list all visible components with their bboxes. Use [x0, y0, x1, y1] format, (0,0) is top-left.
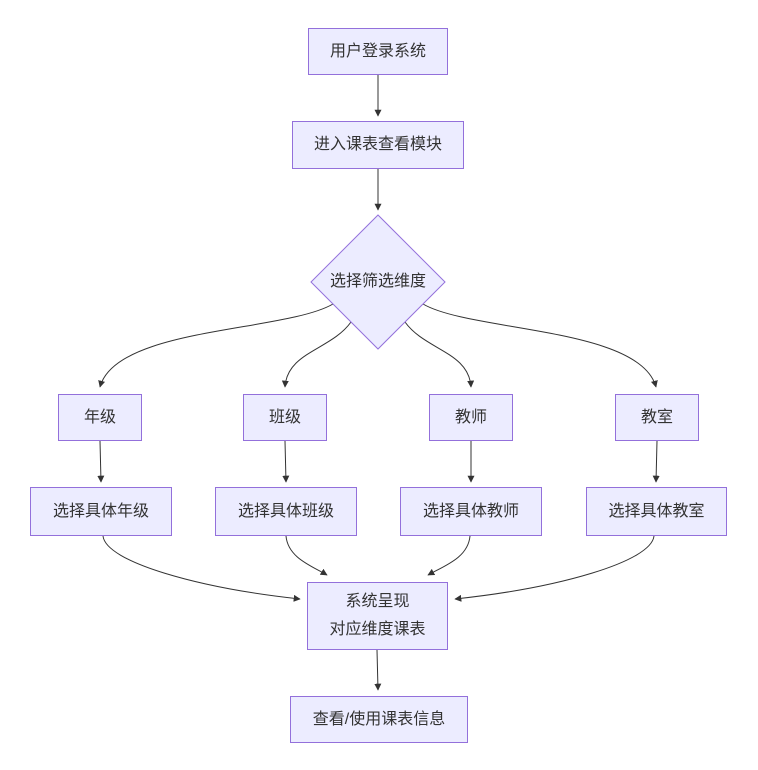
node-room: 教室 — [615, 394, 699, 441]
edge-diamond-to-class — [281, 321, 352, 388]
edge-class-to-select-class — [282, 440, 290, 483]
node-select-class-label: 选择具体班级 — [237, 502, 334, 520]
node-present-timetable-line1: 系统呈现 — [345, 593, 410, 610]
node-user-login: 用户登录系统 — [308, 28, 448, 75]
node-present-timetable-line2: 对应维度课表 — [329, 621, 426, 638]
node-select-teacher: 选择具体教师 — [400, 487, 542, 536]
node-select-room: 选择具体教室 — [586, 487, 727, 536]
node-teacher: 教师 — [429, 394, 513, 441]
edge-room-to-select-room — [652, 440, 660, 483]
node-choose-dimension: 选择筛选维度 — [308, 266, 448, 298]
node-grade: 年级 — [58, 394, 142, 441]
node-present-timetable: 系统呈现 对应维度课表 — [307, 582, 448, 650]
edge-present-to-view — [374, 649, 382, 691]
node-select-grade-label: 选择具体年级 — [52, 502, 149, 520]
node-class-label: 班级 — [268, 408, 301, 426]
node-choose-dimension-label: 选择筛选维度 — [329, 273, 426, 290]
node-select-room-label: 选择具体教室 — [608, 502, 705, 520]
edge-grade-to-select-grade — [97, 440, 105, 483]
node-class: 班级 — [243, 394, 327, 441]
edge-diamond-to-teacher — [404, 321, 475, 388]
node-view-use-label: 查看/使用课表信息 — [312, 710, 446, 728]
node-grade-label: 年级 — [83, 408, 116, 426]
edge-diamond-to-room — [422, 303, 658, 388]
edge-select-teacher-to-present — [427, 535, 471, 576]
node-user-login-label: 用户登录系统 — [329, 42, 426, 60]
node-select-teacher-label: 选择具体教师 — [422, 502, 519, 520]
node-teacher-label: 教师 — [454, 408, 487, 426]
node-select-class: 选择具体班级 — [215, 487, 357, 536]
edge-select-grade-to-present — [102, 535, 301, 602]
node-view-use: 查看/使用课表信息 — [290, 696, 468, 743]
node-choose-dimension-shape — [310, 214, 446, 350]
node-enter-module-label: 进入课表查看模块 — [313, 136, 442, 153]
node-room-label: 教室 — [640, 408, 673, 426]
node-select-grade: 选择具体年级 — [30, 487, 172, 536]
edge-select-room-to-present — [454, 535, 655, 602]
node-enter-module: 进入课表查看模块 — [292, 121, 464, 169]
edge-select-class-to-present — [285, 535, 328, 576]
edge-diamond-to-grade — [98, 303, 334, 388]
